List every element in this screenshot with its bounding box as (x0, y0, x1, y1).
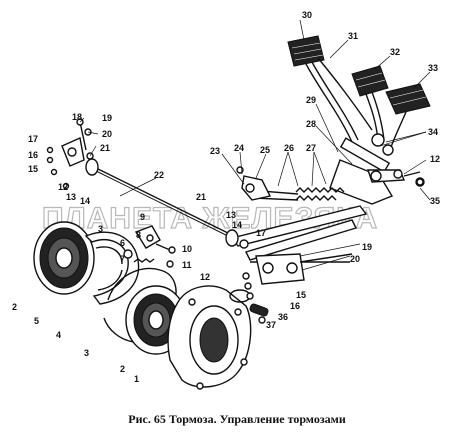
callout-13-center: 13 (226, 210, 236, 220)
callout-14-center: 14 (232, 220, 242, 230)
callout-34: 34 (428, 127, 438, 137)
cross-shaft-22 (85, 158, 249, 249)
callout-3-lower: 3 (84, 348, 89, 358)
pedal-33 (385, 83, 431, 115)
callout-31: 31 (348, 31, 358, 41)
callout-8: 8 (136, 230, 141, 240)
callout-9: 9 (140, 212, 145, 222)
callout-21-left: 21 (100, 143, 110, 153)
backing-plate (103, 267, 177, 343)
pedal-30 (287, 35, 325, 67)
pedal-32 (351, 65, 389, 97)
callout-7: 7 (120, 254, 125, 264)
callout-20-center: 20 (350, 254, 360, 264)
callout-13-left: 13 (66, 192, 76, 202)
callout-18: 18 (72, 112, 82, 122)
callout-2-left: 2 (12, 302, 17, 312)
return-springs (247, 187, 345, 201)
callout-3-upper: 3 (98, 224, 103, 234)
callout-1: 1 (134, 374, 139, 384)
callout-35: 35 (430, 196, 440, 206)
lower-bracket (242, 253, 353, 290)
brake-housing (167, 285, 252, 390)
callout-26: 26 (284, 143, 294, 153)
callout-12-left: 12 (58, 182, 68, 192)
callout-20-left: 20 (102, 129, 112, 139)
brake-drum-right (125, 285, 187, 355)
callout-23: 23 (210, 146, 220, 156)
callout-15-left: 15 (28, 164, 38, 174)
callout-16-center: 16 (290, 301, 300, 311)
callout-12-center: 12 (200, 272, 210, 282)
callout-16-left: 16 (28, 150, 38, 160)
callout-19-center: 19 (362, 242, 372, 252)
left-lever (46, 118, 94, 190)
callout-22: 22 (154, 170, 164, 180)
leader-lines (79, 19, 431, 271)
callout-27: 27 (306, 143, 316, 153)
callout-10: 10 (182, 244, 192, 254)
callout-36: 36 (278, 312, 288, 322)
brake-drum-left (33, 221, 95, 295)
callout-30: 30 (302, 10, 312, 20)
callout-32: 32 (390, 47, 400, 57)
callout-11: 11 (182, 260, 192, 270)
callout-12-right: 12 (430, 154, 440, 164)
callout-6: 6 (120, 238, 125, 248)
callout-28: 28 (306, 119, 316, 129)
callout-37: 37 (266, 320, 276, 330)
callout-15-center: 15 (296, 290, 306, 300)
callout-21-center: 21 (196, 192, 206, 202)
callout-33: 33 (428, 63, 438, 73)
lever-parts (133, 225, 176, 268)
callout-29: 29 (306, 95, 316, 105)
callout-5: 5 (34, 316, 39, 326)
callout-4: 4 (56, 330, 61, 340)
callout-2-lower: 2 (120, 364, 125, 374)
callout-17-center: 17 (256, 228, 266, 238)
small-parts (229, 178, 424, 324)
callout-17-left: 17 (28, 134, 38, 144)
figure-caption: Рис. 65 Тормоза. Управление тормозами (128, 412, 346, 426)
callout-numbers: 30 31 32 33 34 29 28 12 35 25 24 23 26 2… (12, 10, 440, 384)
callout-25: 25 (260, 145, 270, 155)
callout-14-left: 14 (80, 196, 90, 206)
brake-shoes (84, 231, 140, 305)
callout-24: 24 (234, 143, 244, 153)
pedal-arms (305, 57, 407, 173)
callout-19-left: 19 (102, 113, 112, 123)
